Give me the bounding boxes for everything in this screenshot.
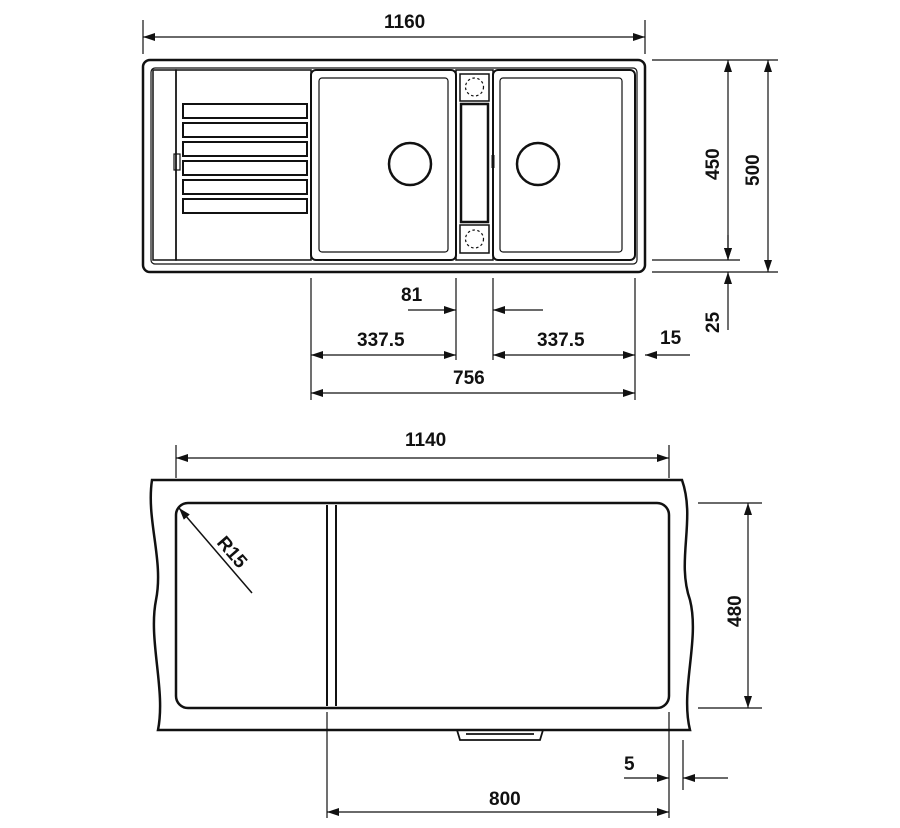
dim-500: 500 (743, 154, 764, 186)
cutout-view: R15 (149, 478, 695, 741)
dim-81: 81 (401, 285, 423, 306)
countertop-outline (149, 478, 695, 732)
top-dimension-labels: 1160 450 500 25 81 337.5 337.5 15 756 (357, 12, 764, 389)
left-drain (387, 141, 433, 187)
dim-1160: 1160 (384, 12, 425, 33)
dim-337-5-left: 337.5 (357, 330, 405, 351)
bottom-clip (456, 729, 544, 741)
dim-1140: 1140 (405, 430, 446, 451)
dim-756: 756 (453, 368, 485, 389)
cutout-dimensions (175, 445, 762, 818)
tap-hole-bottom (464, 229, 485, 249)
left-bowl (310, 69, 457, 261)
cutout-dimension-labels: 1140 480 5 800 (405, 430, 746, 810)
cutout-outline (174, 501, 671, 710)
dim-337-5-right: 337.5 (537, 330, 585, 351)
dim-5: 5 (624, 754, 635, 775)
drainboard (152, 69, 312, 261)
divider-strip (455, 69, 495, 261)
dim-15: 15 (660, 328, 682, 349)
sink-inner-frame (150, 67, 638, 265)
dim-450: 450 (703, 148, 724, 180)
tap-hole-top (464, 77, 485, 97)
right-bowl (492, 69, 636, 261)
sink-outer-frame (141, 58, 647, 274)
sink-top-view (141, 58, 647, 274)
right-drain (515, 141, 561, 187)
dim-480: 480 (725, 595, 746, 627)
top-dimensions (142, 20, 778, 400)
dim-25: 25 (703, 311, 724, 333)
drainboard-ribs (182, 103, 308, 214)
dim-800: 800 (489, 789, 521, 810)
dim-r15: R15 (212, 533, 251, 573)
radius-arrow (178, 507, 253, 594)
